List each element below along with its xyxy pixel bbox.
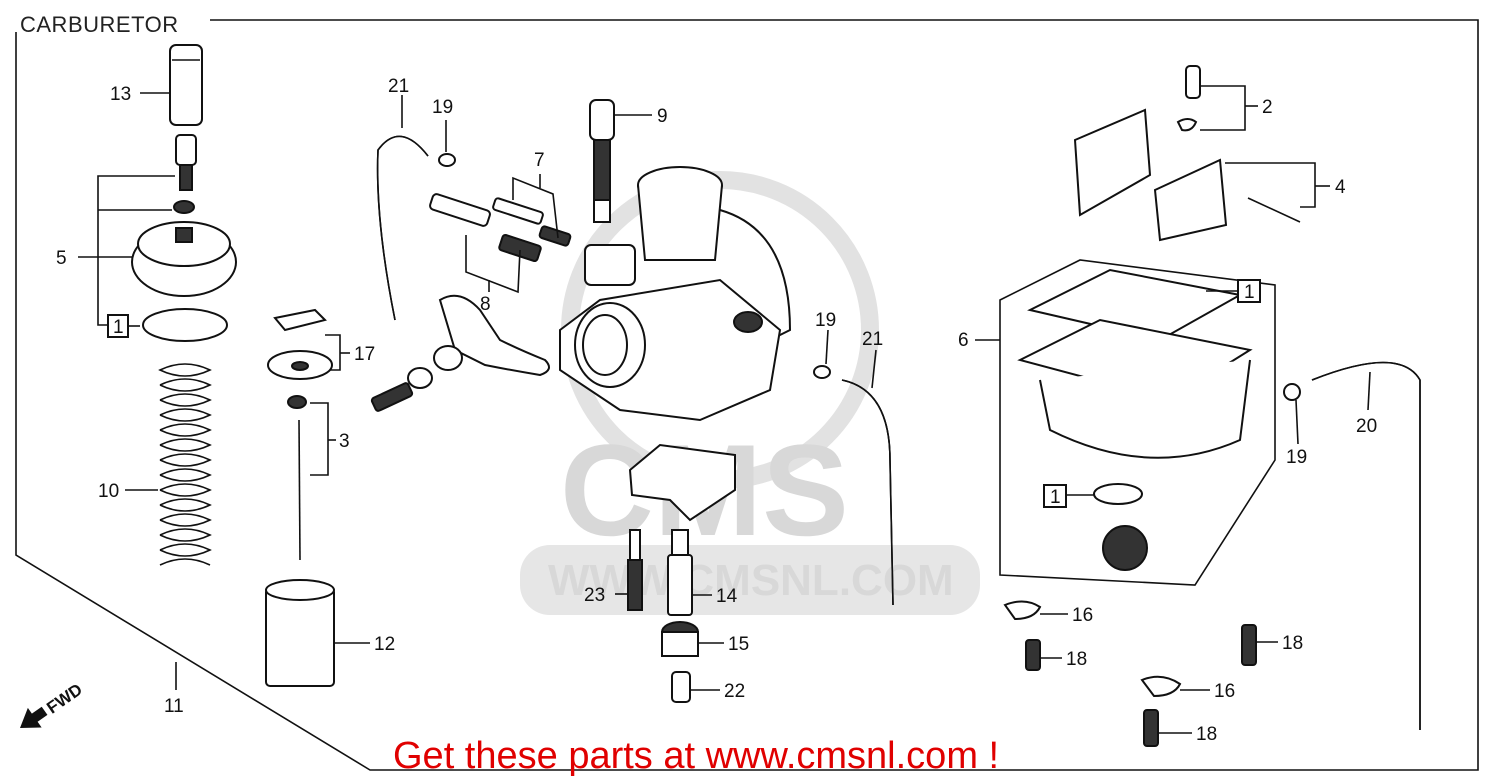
callout-5: 5 <box>56 248 67 269</box>
callout-4: 4 <box>1335 177 1346 198</box>
part-7-idle-screw <box>492 197 572 247</box>
callout-20: 20 <box>1356 416 1377 437</box>
callout-kit-1b: 1 <box>1244 282 1255 303</box>
callout-10: 10 <box>98 481 119 502</box>
part-16-clamp-b <box>1140 675 1182 698</box>
part-19-clip-c <box>1283 383 1301 401</box>
diagram-frame <box>15 19 1479 771</box>
part-14-main-jet-holder <box>667 529 693 616</box>
callout-3: 3 <box>339 431 350 452</box>
part-18-screw-c <box>1143 709 1159 747</box>
callout-21a: 21 <box>388 76 409 97</box>
callout-19b: 19 <box>815 310 836 331</box>
part-22-slow-jet <box>671 671 691 703</box>
part-10-spring <box>158 363 212 566</box>
page-title: CARBURETOR <box>20 12 179 37</box>
part-carburetor-body <box>559 166 792 422</box>
part-9-starter-plunger <box>589 99 615 223</box>
callout-13: 13 <box>110 84 131 105</box>
part-5-carb-top <box>131 221 237 297</box>
callout-22: 22 <box>724 681 745 702</box>
callout-17: 17 <box>354 344 375 365</box>
part-12-throttle-valve <box>265 579 335 687</box>
callout-11: 11 <box>164 696 184 717</box>
callout-9: 9 <box>657 106 668 127</box>
part-18-screw-a <box>1025 639 1041 671</box>
part-19-clip-a <box>438 153 456 167</box>
callout-8: 8 <box>480 294 491 315</box>
part-13-cap-cover <box>169 44 203 126</box>
callout-15: 15 <box>728 634 749 655</box>
callout-18a: 18 <box>1066 649 1087 670</box>
callout-21b: 21 <box>862 329 883 350</box>
part-6-float-chamber <box>999 259 1276 586</box>
part-18-screw-b <box>1241 624 1257 666</box>
callout-16a: 16 <box>1072 605 1093 626</box>
part-o-ring <box>142 308 228 342</box>
part-21-tube-middle <box>841 379 894 606</box>
callout-18b: 18 <box>1282 633 1303 654</box>
callout-19a: 19 <box>432 97 453 118</box>
part-4-float <box>1073 108 1301 242</box>
callout-19c: 19 <box>1286 447 1307 468</box>
part-23-needle-jet <box>627 529 643 611</box>
callout-2: 2 <box>1262 97 1273 118</box>
callout-kit-1a: 1 <box>113 317 124 338</box>
part-8-pilot-screw <box>429 193 542 263</box>
part-15-main-jet <box>661 621 699 657</box>
callout-kit-1c: 1 <box>1050 487 1061 508</box>
part-16-clamp-a <box>1003 600 1042 621</box>
part-2-float-valve <box>1176 65 1201 132</box>
callout-14: 14 <box>716 586 738 607</box>
watermark-url: WWW.CMSNL.COM <box>548 556 954 605</box>
kit-box-1c <box>1043 484 1067 508</box>
part-21-tube-left <box>376 135 429 321</box>
callout-6: 6 <box>958 330 969 351</box>
callout-12: 12 <box>374 634 395 655</box>
callout-18c: 18 <box>1196 724 1217 745</box>
callout-7: 7 <box>534 150 545 171</box>
part-throttle-lever <box>370 294 550 412</box>
part-19-clip-b <box>813 365 831 379</box>
callout-16b: 16 <box>1214 681 1235 702</box>
part-float-bracket <box>628 443 736 522</box>
part-3-jet-needle <box>287 395 307 561</box>
part-20-overflow-tube <box>1311 361 1421 730</box>
fwd-arrow: FWD <box>20 680 86 728</box>
part-throttle-adjuster <box>173 134 197 214</box>
fwd-label: FWD <box>43 680 86 718</box>
promo-link[interactable]: Get these parts at www.cmsnl.com ! <box>393 735 1000 777</box>
part-17-needle-clip <box>267 308 333 380</box>
callout-23: 23 <box>584 585 605 606</box>
